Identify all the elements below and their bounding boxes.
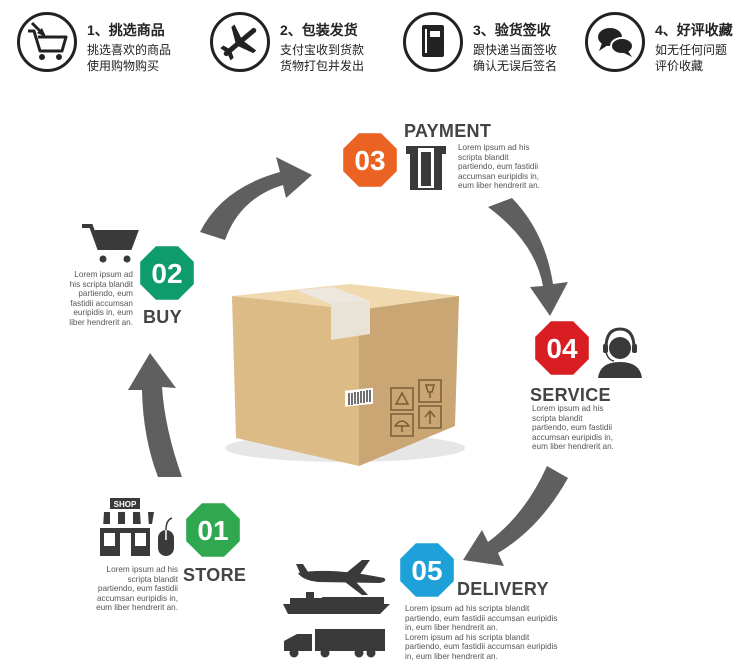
package-symbols (390, 379, 442, 437)
shop-sign-text: SHOP (114, 500, 137, 509)
atm-card-icon (406, 146, 446, 190)
text-line: partiendo, eum fastidii accumsan euripid… (405, 613, 558, 623)
payment-description: Lorem ipsum ad his scripta blandit parti… (458, 143, 540, 191)
text-line: partiendo, eum fastidii accumsan euripid… (405, 642, 558, 652)
badge-05-shape (400, 543, 454, 597)
text-line: in, eum liber hendrerit an. (405, 623, 498, 633)
badge-03-number: 03 (354, 145, 385, 176)
text-line: Lorem ipsum ad (74, 270, 133, 279)
plane-icon (296, 560, 386, 595)
step-1: 1、挑选商品 挑选喜欢的商品 使用购物购买 (17, 0, 187, 80)
truck-icon (284, 629, 385, 658)
badge-01-shape (186, 503, 240, 557)
text-line: his scripta blandit (69, 279, 133, 289)
badge-05: 05 (400, 543, 454, 597)
ship-icon (283, 592, 390, 614)
payment-label: PAYMENT (404, 121, 492, 141)
mouse-icon (158, 517, 174, 556)
delivery-label: DELIVERY (457, 579, 549, 599)
step-desc-line2: 确认无误后签名 (473, 59, 558, 73)
store-description: Lorem ipsum ad his scripta blandit parti… (70, 565, 178, 613)
text-line: scripta blandit (458, 152, 509, 162)
badge-04-shape (535, 321, 589, 375)
badge-05-number: 05 (411, 555, 442, 586)
service-description: Lorem ipsum ad his scripta blandit parti… (532, 404, 614, 452)
arrow-service-to-delivery (463, 466, 568, 566)
step-desc-line1: 挑选喜欢的商品 (87, 43, 172, 57)
text-line: accumsan euripidis in, (532, 432, 614, 442)
step-title: 1、挑选商品 (87, 22, 165, 38)
step-3: 3、验货签收 跟快递当面签收 确认无误后签名 (403, 0, 573, 80)
step-desc-line1: 支付宝收到货款 (280, 43, 365, 57)
text-line: partiendo, eum fastidii (97, 584, 178, 594)
badge-04: 04 (535, 321, 589, 375)
store-label: STORE (183, 565, 247, 585)
delivery-description: Lorem ipsum ad his scripta blandit parti… (405, 604, 557, 662)
arrow-store-to-buy (128, 353, 182, 477)
cardboard-box (225, 284, 465, 466)
step-desc-line1: 如无任何问题 (655, 43, 728, 57)
text-line: accumsan euripidis in, (96, 593, 178, 603)
chat-bubbles-icon (585, 12, 645, 72)
step-2: 2、包装发货 支付宝收到货款 货物打包并发出 (210, 0, 380, 80)
badge-04-number: 04 (546, 333, 578, 364)
badge-03: 03 (343, 133, 397, 187)
arrow-buy-to-payment (200, 157, 312, 240)
barcode (348, 390, 371, 405)
text-line: Lorem ipsum ad his (532, 404, 604, 413)
text-line: partiendo, eum fastidii (532, 423, 613, 433)
service-label: SERVICE (530, 385, 611, 405)
step-title: 4、好评收藏 (655, 22, 733, 38)
buy-label: BUY (143, 307, 182, 327)
step-desc-line2: 使用购物购买 (87, 59, 160, 73)
badge-01: 01 (186, 503, 240, 557)
badge-02: 02 (140, 246, 194, 300)
text-line: Lorem ipsum ad his scripta blandit (405, 604, 530, 613)
text-line: in, eum liber hendrerit an. (405, 651, 498, 661)
text-line: fastidii accumsan (70, 298, 133, 308)
arrow-payment-to-service (488, 198, 568, 316)
shopping-cart-icon (17, 12, 77, 72)
text-line: liber hendrerit an. (69, 317, 133, 327)
step-desc-line1: 跟快递当面签收 (473, 43, 558, 57)
step-title: 2、包装发货 (280, 22, 358, 38)
cycle-arrows (128, 157, 568, 566)
text-line: eum liber hendrerit an. (458, 181, 540, 191)
text-line: Lorem ipsum ad his (458, 143, 530, 152)
badge-02-number: 02 (151, 258, 182, 289)
text-line: euripidis in, eum (73, 308, 133, 318)
badge-01-number: 01 (197, 515, 228, 546)
text-line: partiendo, eum (78, 289, 133, 299)
step-4: 4、好评收藏 如无任何问题 评价收藏 (585, 0, 745, 80)
text-line: accumsan euripidis in, (458, 171, 540, 181)
step-title: 3、验货签收 (473, 22, 551, 38)
shop-icon: SHOP (96, 498, 154, 556)
cart-icon (82, 224, 139, 263)
headset-person-icon (598, 327, 642, 378)
text-line: eum liber hendrerit an. (96, 603, 178, 613)
step-desc-line2: 评价收藏 (655, 59, 704, 73)
text-line: partiendo, eum fastidii (458, 162, 539, 172)
notebook-icon (403, 12, 463, 72)
text-line: Lorem ipsum ad his scripta blandit (405, 632, 530, 642)
text-line: eum liber hendrerit an. (532, 442, 614, 452)
text-line: scripta blandit (532, 413, 583, 423)
step-desc-line2: 货物打包并发出 (280, 59, 365, 73)
buy-description: Lorem ipsum ad his scripta blandit parti… (50, 270, 133, 328)
text-line: Lorem ipsum ad his (106, 565, 178, 574)
badge-03-shape (343, 133, 397, 187)
airplane-icon (210, 12, 270, 72)
badge-02-shape (140, 246, 194, 300)
text-line: scripta blandit (127, 574, 178, 584)
